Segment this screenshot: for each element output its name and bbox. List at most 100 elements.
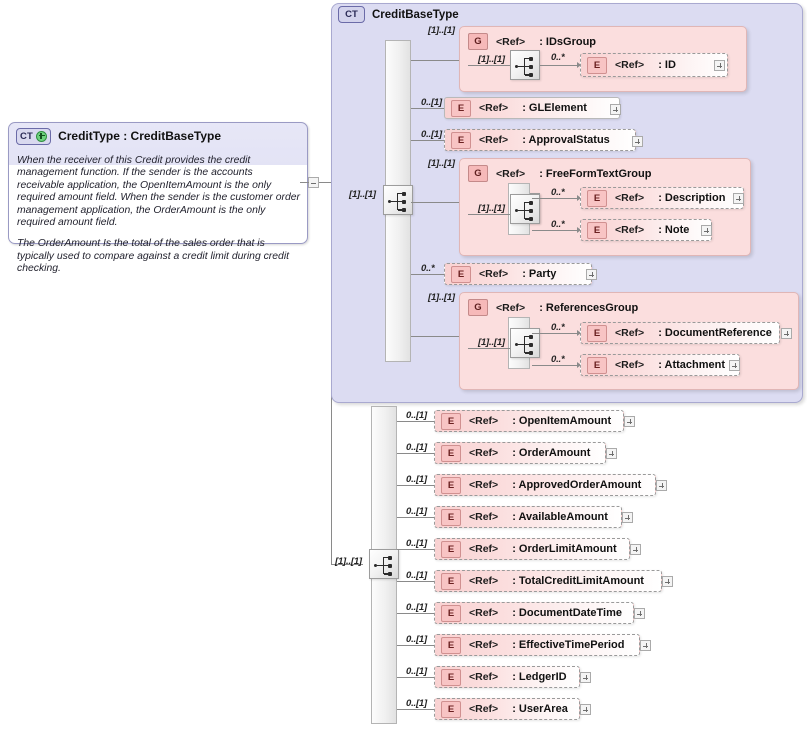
- expander-plus-party[interactable]: [586, 269, 597, 280]
- arrow-head-icon: [577, 226, 581, 233]
- element-node-party[interactable]: E <Ref> : Party: [444, 263, 592, 285]
- expander-plus-documentdatetime[interactable]: [634, 608, 645, 619]
- element-node-effectivetimeperiod[interactable]: E <Ref> : EffectiveTimePeriod: [434, 634, 640, 656]
- element-ref-label: <Ref>: [469, 447, 499, 459]
- root-collapse-toggle[interactable]: [308, 177, 319, 188]
- element-node-description[interactable]: E <Ref> : Description: [580, 187, 744, 209]
- extension-sequence-occurrence: [1]..[1]: [335, 556, 362, 567]
- branch-openitemamount: [397, 421, 434, 422]
- root-type-header: CT CreditType : CreditBaseType: [9, 123, 307, 149]
- element-badge: E: [451, 131, 471, 149]
- expander-plus-orderamount[interactable]: [606, 448, 617, 459]
- element-name-label: : Party: [522, 268, 557, 280]
- branch-documentdatetime: [397, 613, 434, 614]
- element-badge: E: [587, 221, 607, 239]
- element-name-label: : AvailableAmount: [512, 511, 608, 523]
- element-node-id[interactable]: E <Ref> : ID: [580, 53, 728, 77]
- occurrence-note: 0..*: [551, 219, 565, 230]
- group-name-label: : IDsGroup: [539, 35, 597, 48]
- complex-type-badge[interactable]: CT: [16, 127, 52, 145]
- occurrence-openitemamount: 0..[1]: [406, 410, 427, 421]
- element-node-approvalstatus[interactable]: E <Ref> : ApprovalStatus: [444, 129, 636, 151]
- element-node-orderlimitamount[interactable]: E <Ref> : OrderLimitAmount: [434, 538, 630, 560]
- element-name-label: : DocumentReference: [658, 327, 772, 339]
- expander-plus-effectivetimeperiod[interactable]: [640, 640, 651, 651]
- root-type-box[interactable]: CT CreditType : CreditBaseType When the …: [8, 122, 308, 274]
- group-header-ids-group: G <Ref> : IDsGroup: [468, 33, 596, 50]
- element-badge: E: [441, 508, 461, 526]
- branch-orderamount: [397, 453, 434, 454]
- arrow-head-icon: [577, 194, 581, 201]
- branch-totalcreditlimitamount: [397, 581, 434, 582]
- occurrence-availableamount: 0..[1]: [406, 506, 427, 517]
- expander-plus-approvedorderamount[interactable]: [656, 480, 667, 491]
- element-node-orderamount[interactable]: E <Ref> : OrderAmount: [434, 442, 606, 464]
- expander-plus-userarea[interactable]: [580, 704, 591, 715]
- connector-references-to-attachment: [532, 365, 577, 366]
- credit-base-type-title: CreditBaseType: [372, 8, 459, 21]
- group-badge: G: [468, 33, 488, 50]
- branch-approvedorderamount: [397, 485, 434, 486]
- sequence-icon-freeformtext-group-2[interactable]: [510, 194, 540, 224]
- base-sequence-icon[interactable]: [383, 185, 413, 215]
- element-node-availableamount[interactable]: E <Ref> : AvailableAmount: [434, 506, 622, 528]
- expander-plus-attachment[interactable]: [729, 360, 740, 371]
- occurrence-glelement: 0..[1]: [421, 97, 442, 108]
- element-name-label: : OpenItemAmount: [512, 415, 612, 427]
- element-badge: E: [441, 668, 461, 686]
- occurrence-party: 0..*: [421, 263, 435, 274]
- element-node-note[interactable]: E <Ref> : Note: [580, 219, 712, 241]
- arrow-head-icon: [577, 61, 581, 68]
- extension-sequence-icon[interactable]: [369, 549, 399, 579]
- expander-plus-documentreference[interactable]: [781, 328, 792, 339]
- element-node-approvedorderamount[interactable]: E <Ref> : ApprovedOrderAmount: [434, 474, 656, 496]
- occurrence-effectivetimeperiod: 0..[1]: [406, 634, 427, 645]
- root-type-documentation: When the receiver of this Credit provide…: [17, 155, 301, 276]
- element-name-label: : Note: [658, 224, 690, 236]
- expander-plus-orderlimitamount[interactable]: [630, 544, 641, 555]
- occurrence-orderlimitamount: 0..[1]: [406, 538, 427, 549]
- expander-plus-totalcreditlimitamount[interactable]: [662, 576, 673, 587]
- group-header-freeformtext-group: G <Ref> : FreeFormTextGroup: [468, 165, 651, 182]
- occurrence-freeformtext-group: [1]..[1]: [428, 158, 455, 169]
- occurrence-ids-group: [1]..[1]: [428, 25, 455, 36]
- expander-plus-openitemamount[interactable]: [624, 416, 635, 427]
- expander-plus-glelement[interactable]: [610, 104, 621, 115]
- element-ref-label: <Ref>: [469, 479, 499, 491]
- connector-idsgroup-to-id: [540, 65, 577, 66]
- expander-plus-id[interactable]: [714, 60, 725, 71]
- expander-plus-availableamount[interactable]: [622, 512, 633, 523]
- element-name-label: : UserArea: [512, 703, 568, 715]
- ct-expand-plus-icon[interactable]: [36, 130, 48, 142]
- expander-plus-approvalstatus[interactable]: [632, 136, 643, 147]
- group-name-label: : FreeFormTextGroup: [539, 167, 652, 180]
- arrow-head-icon: [577, 329, 581, 336]
- element-node-userarea[interactable]: E <Ref> : UserArea: [434, 698, 580, 720]
- element-node-documentreference[interactable]: E <Ref> : DocumentReference: [580, 322, 780, 344]
- element-name-label: : EffectiveTimePeriod: [512, 639, 625, 651]
- occurrence-totalcreditlimitamount: 0..[1]: [406, 570, 427, 581]
- group-badge: G: [468, 165, 488, 182]
- expander-plus-ledgerid[interactable]: [580, 672, 591, 683]
- connector-toggle-to-container: [319, 182, 331, 183]
- element-node-totalcreditlimitamount[interactable]: E <Ref> : TotalCreditLimitAmount: [434, 570, 662, 592]
- branch-approvalstatus: [411, 140, 444, 141]
- element-node-glelement[interactable]: E <Ref> : GLElement: [444, 97, 620, 119]
- element-node-attachment[interactable]: E <Ref> : Attachment: [580, 354, 740, 376]
- expander-plus-note[interactable]: [701, 225, 712, 236]
- expander-plus-description[interactable]: [733, 193, 744, 204]
- element-node-documentdatetime[interactable]: E <Ref> : DocumentDateTime: [434, 602, 634, 624]
- element-name-label: : ApprovedOrderAmount: [512, 479, 642, 491]
- branch-ids-group: [411, 60, 459, 61]
- sequence-icon-ids-group[interactable]: [510, 50, 540, 80]
- arrow-head-icon: [577, 361, 581, 368]
- occurrence-documentreference: 0..*: [551, 322, 565, 333]
- occurrence-documentdatetime: 0..[1]: [406, 602, 427, 613]
- occurrence-approvedorderamount: 0..[1]: [406, 474, 427, 485]
- element-node-openitemamount[interactable]: E <Ref> : OpenItemAmount: [434, 410, 624, 432]
- element-node-ledgerid[interactable]: E <Ref> : LedgerID: [434, 666, 580, 688]
- element-ref-label: <Ref>: [469, 575, 499, 587]
- element-ref-label: <Ref>: [469, 511, 499, 523]
- element-name-label: : OrderAmount: [512, 447, 591, 459]
- element-badge: E: [587, 356, 607, 374]
